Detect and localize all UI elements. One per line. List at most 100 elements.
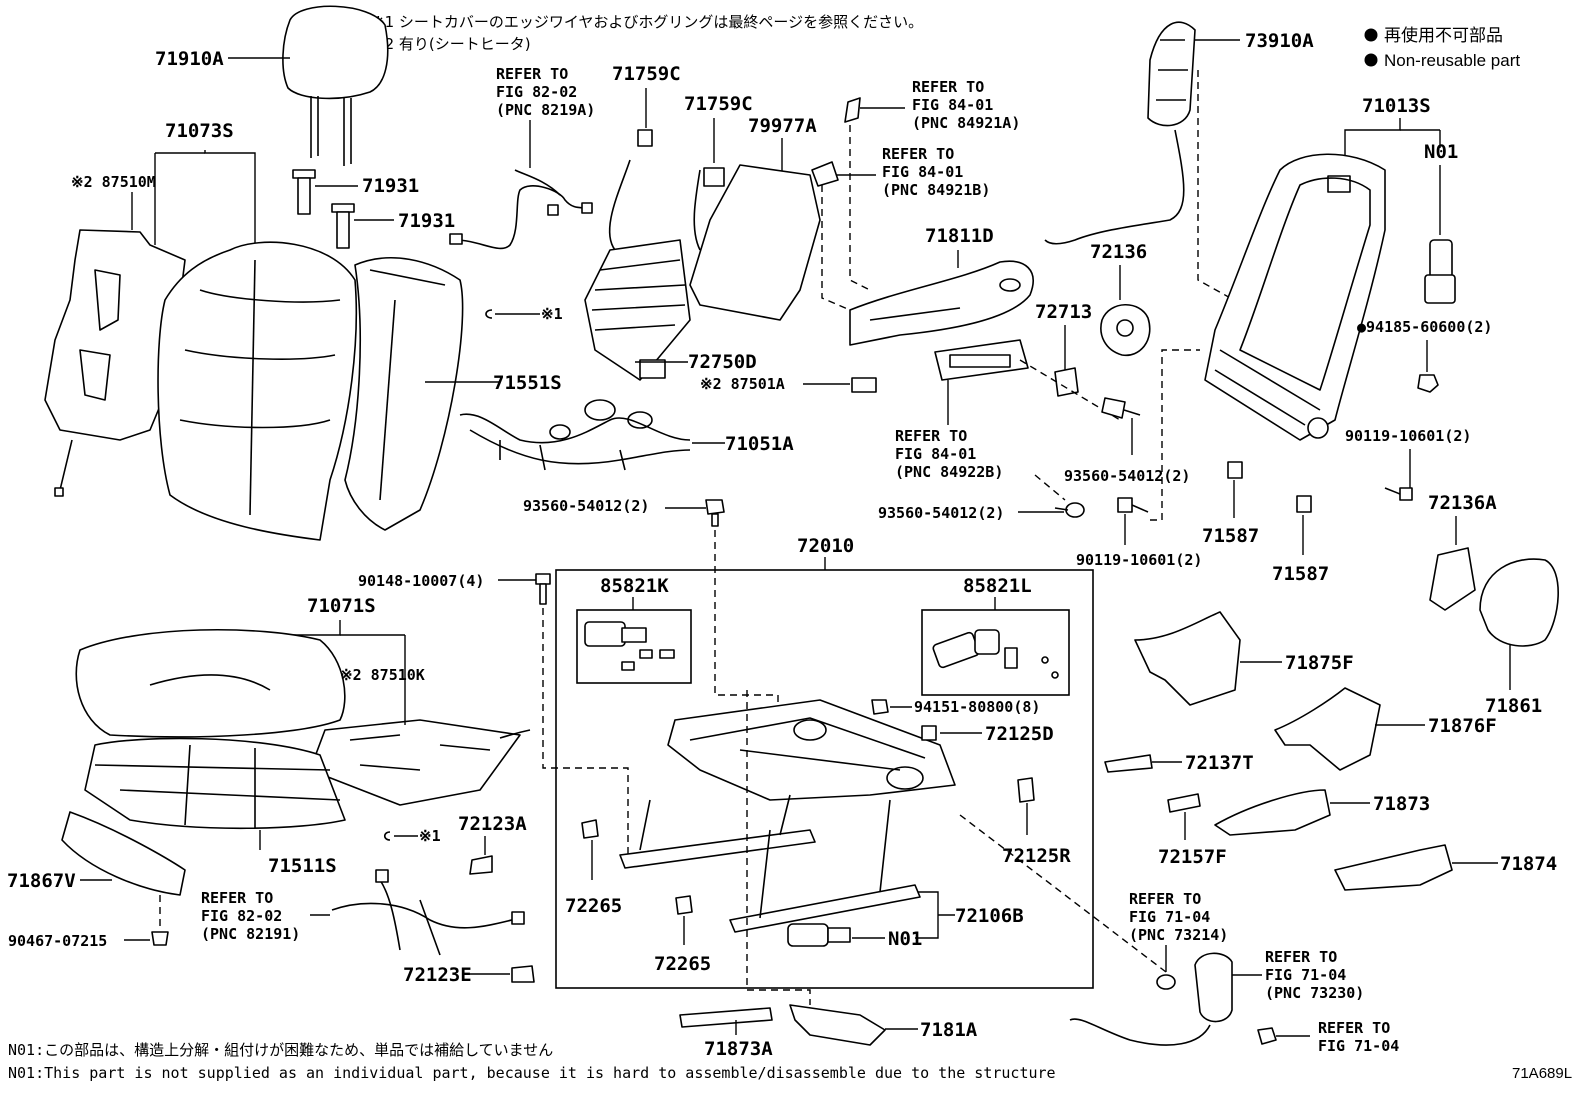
cover-drawing — [1334, 844, 1453, 891]
footer-note-ja: N01:この部品は、構造上分解・組付けが困難なため、単品では補給していません — [8, 1041, 553, 1059]
seatback-frame-drawing — [1204, 153, 1386, 441]
clip-drawing — [1296, 495, 1312, 513]
label-71910A: 71910A — [155, 48, 224, 70]
recliner-cover-drawing — [1429, 547, 1476, 611]
seat-cushion-pad-drawing — [84, 737, 346, 830]
label-N01-track: N01 — [888, 928, 922, 950]
ring-drawing — [1156, 974, 1176, 990]
label-71587-left: 71587 — [1202, 525, 1259, 547]
seat-track-assembly-box — [555, 569, 1094, 989]
rail-cover-drawing — [679, 1007, 773, 1028]
label-note1-lower: ※1 — [419, 827, 441, 845]
clip-drawing — [675, 895, 693, 915]
label-72265-right: 72265 — [654, 953, 711, 975]
label-94151: 94151-80800(8) — [914, 698, 1040, 716]
label-71013S: 71013S — [1362, 95, 1431, 117]
bolt-drawing — [1101, 397, 1141, 419]
motor-box-85821L — [921, 609, 1070, 696]
heater-module-drawing — [851, 377, 877, 393]
label-93560-upper: 93560-54012(2) — [1064, 467, 1190, 485]
label-85821L: 85821L — [963, 575, 1032, 597]
label-71071S: 71071S — [307, 595, 376, 617]
label-72136A: 72136A — [1428, 492, 1497, 514]
seat-belt-buckle-drawing — [1069, 952, 1233, 1046]
knob-drawing — [811, 161, 839, 187]
bolt-drawing — [1117, 497, 1149, 513]
label-note1-upper: ※1 — [541, 305, 563, 323]
label-71551S: 71551S — [493, 372, 562, 394]
cover-drawing — [1214, 789, 1331, 836]
headrest-drawing — [282, 5, 389, 166]
label-71759C-lower: 71759C — [684, 93, 753, 115]
label-94185: ●94185-60600(2) — [1357, 318, 1492, 336]
label-87501A: ※2 87501A — [700, 375, 785, 393]
label-85821K: 85821K — [600, 575, 669, 597]
clip-drawing — [637, 129, 653, 147]
label-90119-upper: 90119-10601(2) — [1345, 427, 1471, 445]
front-cover-drawing — [61, 811, 186, 896]
shield-drawing — [1274, 687, 1381, 771]
bracket-drawing — [1054, 367, 1079, 397]
label-71073S: 71073S — [165, 120, 234, 142]
label-7181A: 7181A — [920, 1019, 978, 1041]
label-72750D: 72750D — [688, 351, 757, 373]
cover-drawing — [1167, 793, 1201, 813]
label-71051A: 71051A — [725, 433, 794, 455]
label-72125D: 72125D — [985, 723, 1054, 745]
label-71811D: 71811D — [925, 225, 994, 247]
seat-cushion-cover-drawing — [75, 628, 346, 738]
label-72106B: 72106B — [955, 905, 1024, 927]
seat-track-frame-drawing — [619, 699, 956, 933]
recliner-motor-drawing — [1100, 304, 1151, 357]
label-79977A: 79977A — [748, 115, 817, 137]
slide-motor-drawing — [584, 621, 675, 671]
label-71874: 71874 — [1500, 853, 1557, 875]
seatback-heater-drawing — [44, 229, 186, 497]
label-90148: 90148-10007(4) — [358, 572, 484, 590]
legend-ja: 再使用不可部品 — [1384, 25, 1503, 45]
label-72137T: 72137T — [1185, 752, 1254, 774]
seat-cushion-harness-drawing — [331, 869, 525, 956]
connector-drawing — [1017, 777, 1035, 803]
recliner-motor-drawing — [1424, 239, 1456, 304]
label-N01-frame: N01 — [1424, 141, 1458, 163]
label-71587-right: 71587 — [1272, 563, 1329, 585]
note-edge-wire: ※1 シートカバーのエッジワイヤおよびホグリングは最終ページを参照ください。 — [372, 13, 923, 31]
bolt-drawing — [1384, 487, 1413, 501]
label-87510K: ※2 87510K — [340, 666, 425, 684]
label-71875F: 71875F — [1285, 652, 1354, 674]
motor-box-85821K — [576, 609, 692, 684]
label-71759C-upper: 71759C — [612, 63, 681, 85]
bolt-drawing — [1054, 502, 1085, 518]
non-reusable-bullet-icon — [1364, 53, 1378, 67]
rail-cover-drawing — [789, 1004, 886, 1046]
label-72123A: 72123A — [458, 813, 527, 835]
clip-drawing — [151, 931, 169, 946]
side-cover-drawing — [1479, 558, 1559, 647]
label-72265-left: 72265 — [565, 895, 622, 917]
label-72713: 72713 — [1035, 301, 1092, 323]
clip-drawing — [469, 855, 493, 875]
label-93560-track: 93560-54012(2) — [523, 497, 649, 515]
nut-drawing — [1417, 374, 1439, 393]
lifter-motor-drawing — [932, 629, 1059, 679]
connector-drawing — [921, 725, 937, 741]
label-90467: 90467-07215 — [8, 932, 107, 950]
label-72157F: 72157F — [1158, 846, 1227, 868]
seat-heater-drawing — [309, 719, 531, 806]
label-71873A: 71873A — [704, 1038, 773, 1060]
label-87510M: ※2 87510M — [71, 173, 156, 191]
seatback-wire-harness-drawing — [449, 169, 593, 250]
label-72123E: 72123E — [403, 964, 472, 986]
label-71867V: 71867V — [7, 870, 76, 892]
bolt-drawing — [1257, 1027, 1277, 1045]
